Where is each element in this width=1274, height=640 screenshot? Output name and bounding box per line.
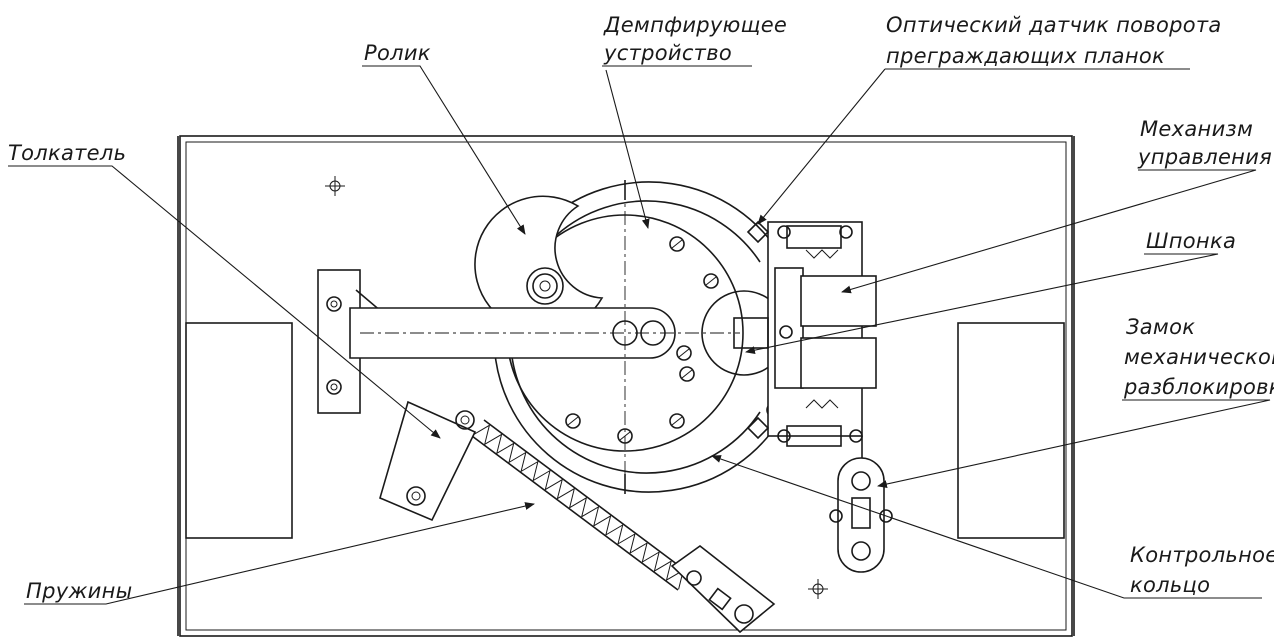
spring-hook (670, 545, 776, 634)
crosshair-mark-bottom (808, 579, 828, 599)
label-springs: Пружины (26, 579, 133, 603)
label-damper-line1: Демпфирующее (603, 13, 787, 37)
label-key: Шпонка (1146, 229, 1236, 253)
label-lock-line3: разблокировки (1123, 375, 1274, 399)
crosshair-mark-left (325, 176, 345, 196)
label-control-ring-line1: Контрольное (1130, 543, 1274, 567)
label-lock-line2: механической (1124, 345, 1274, 369)
leader-lines (8, 65, 1271, 605)
base-plate (177, 135, 1075, 637)
label-optical-sensor-line1: Оптический датчик поворота (886, 13, 1222, 37)
spring (471, 419, 691, 591)
label-lock-line1: Замок (1126, 315, 1195, 339)
label-roller: Ролик (364, 41, 431, 65)
pusher-lever (379, 400, 477, 522)
label-optical-sensor-line2: преграждающих планок (886, 44, 1165, 68)
label-pusher: Толкатель (8, 141, 126, 165)
label-damper-line2: устройство (603, 41, 732, 65)
control-mechanism-block (733, 220, 877, 460)
label-control-mechanism-line1: Механизм (1140, 117, 1253, 141)
label-control-mechanism-line2: управления (1137, 145, 1272, 169)
label-control-ring-line2: кольцо (1130, 573, 1210, 597)
left-window (185, 322, 293, 539)
right-window (957, 322, 1065, 539)
